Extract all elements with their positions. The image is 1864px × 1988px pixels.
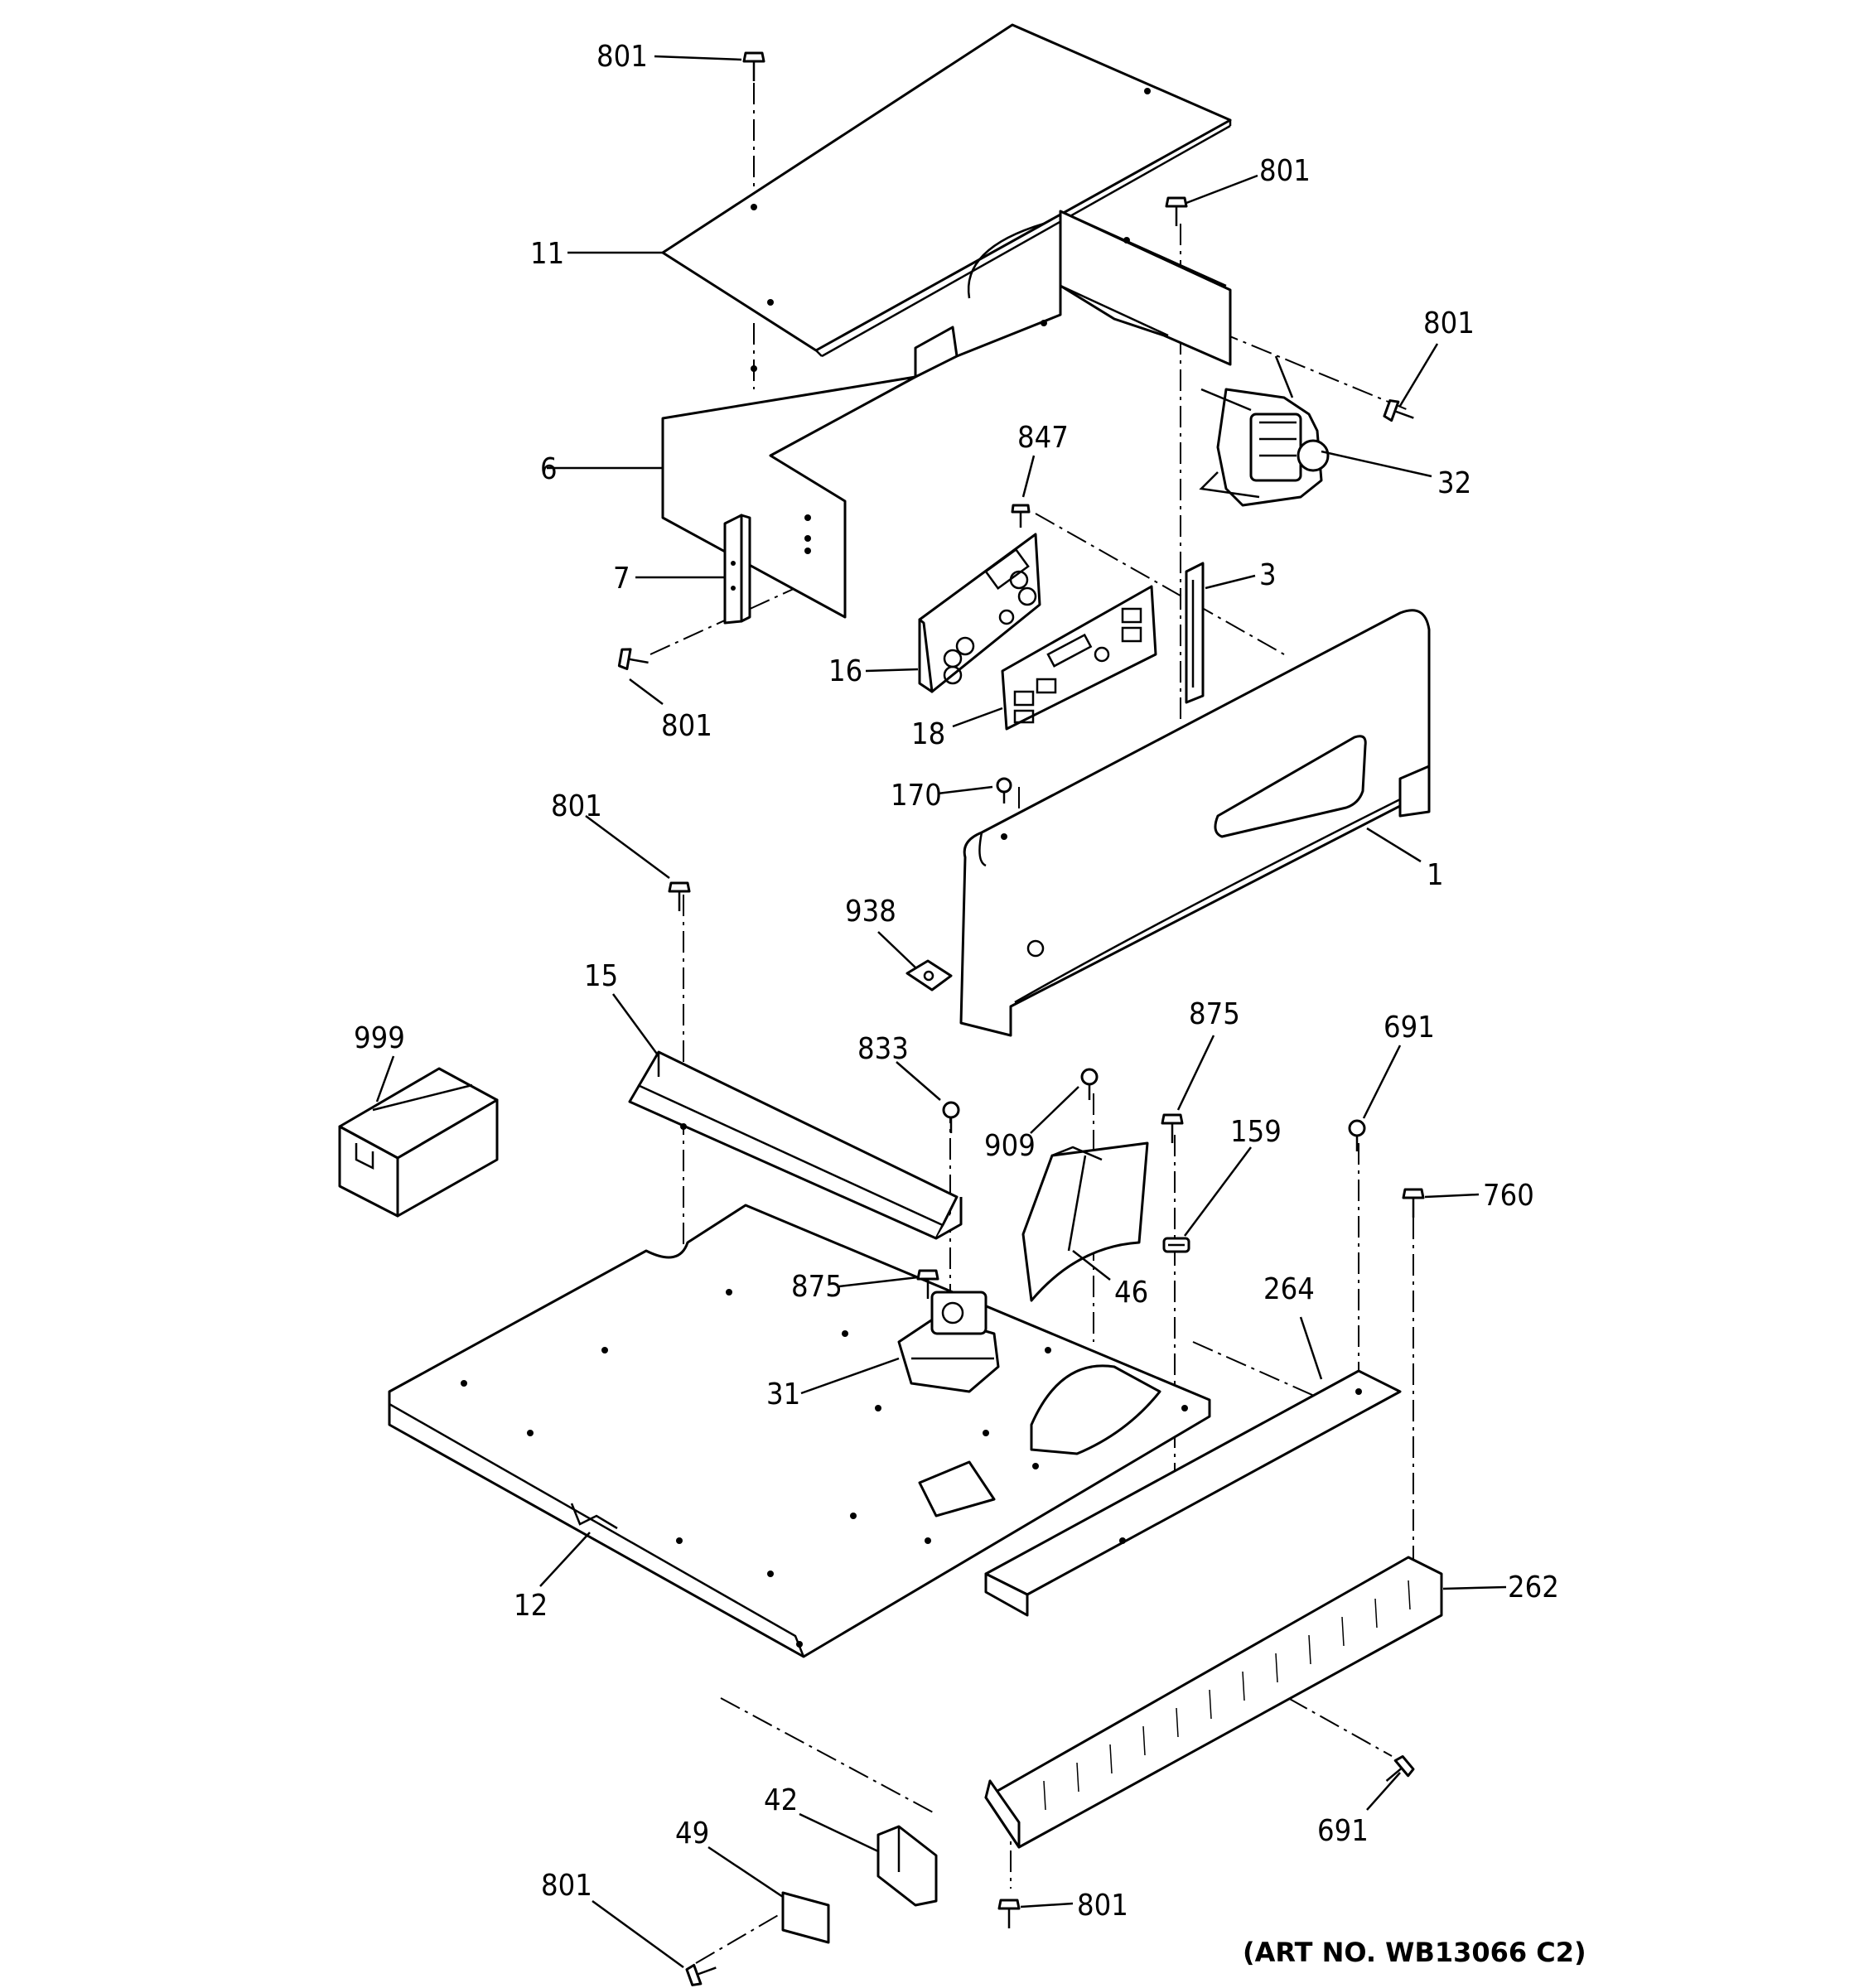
callout-875a: 875 <box>1189 997 1240 1031</box>
plate-49 <box>781 1891 830 1944</box>
touch-panel-overlay <box>1001 585 1157 731</box>
callout-801c: 801 <box>1423 306 1475 340</box>
callout-1: 1 <box>1427 858 1444 892</box>
callout-11: 11 <box>530 237 564 271</box>
callout-42: 42 <box>764 1783 798 1817</box>
callout-938: 938 <box>845 895 896 929</box>
callout-159: 159 <box>1230 1115 1282 1149</box>
fan-motor-assembly <box>1199 355 1330 507</box>
top-cover-panel <box>661 23 1232 358</box>
shield-46 <box>1021 1141 1149 1302</box>
callout-31: 31 <box>766 1378 800 1411</box>
control-board <box>918 533 1041 693</box>
valve-31 <box>897 1291 1000 1393</box>
callout-801b: 801 <box>1259 154 1311 188</box>
callout-6: 6 <box>540 452 558 486</box>
callout-18: 18 <box>911 717 945 751</box>
vertical-bracket <box>1185 562 1205 704</box>
channel-15 <box>628 1050 963 1240</box>
callout-170: 170 <box>891 779 942 813</box>
callout-264: 264 <box>1263 1272 1315 1306</box>
callout-847: 847 <box>1017 421 1069 455</box>
callout-691b: 691 <box>1317 1814 1369 1848</box>
callout-801f: 801 <box>1077 1889 1128 1923</box>
callout-16: 16 <box>828 654 862 688</box>
screws <box>617 51 1425 1986</box>
callout-32: 32 <box>1437 466 1471 500</box>
callout-691a: 691 <box>1384 1011 1435 1045</box>
callout-3: 3 <box>1259 558 1277 592</box>
callout-875b: 875 <box>791 1270 843 1304</box>
rail-264 <box>984 1369 1402 1617</box>
callout-12: 12 <box>514 1589 548 1623</box>
side-bracket <box>723 514 751 625</box>
callout-801d: 801 <box>661 709 712 743</box>
switch-159 <box>1162 1237 1190 1253</box>
control-panel-backguard <box>959 609 1431 1037</box>
leader-lines <box>375 55 1507 1969</box>
callout-833: 833 <box>857 1032 909 1066</box>
callout-801e: 801 <box>551 789 602 823</box>
callout-801a: 801 <box>596 40 648 74</box>
package-box <box>338 1067 499 1218</box>
callout-999: 999 <box>354 1021 405 1055</box>
vented-kick-panel <box>984 1556 1443 1849</box>
callout-801g: 801 <box>541 1869 592 1903</box>
base-plate <box>388 1204 1211 1658</box>
main-housing <box>661 210 1232 619</box>
callout-262: 262 <box>1508 1571 1559 1604</box>
callout-15: 15 <box>584 959 618 993</box>
callout-7: 7 <box>613 562 630 596</box>
callout-49: 49 <box>675 1817 709 1850</box>
callout-909: 909 <box>984 1129 1036 1163</box>
callout-760: 760 <box>1483 1179 1534 1213</box>
clip-938 <box>905 959 953 992</box>
callout-46: 46 <box>1114 1276 1148 1310</box>
bracket-42 <box>876 1825 938 1907</box>
callout-labels: 801 801 801 11 6 7 801 847 32 3 16 18 17… <box>354 40 1559 1923</box>
art-number: (ART NO. WB13066 C2) <box>1243 1937 1586 1968</box>
